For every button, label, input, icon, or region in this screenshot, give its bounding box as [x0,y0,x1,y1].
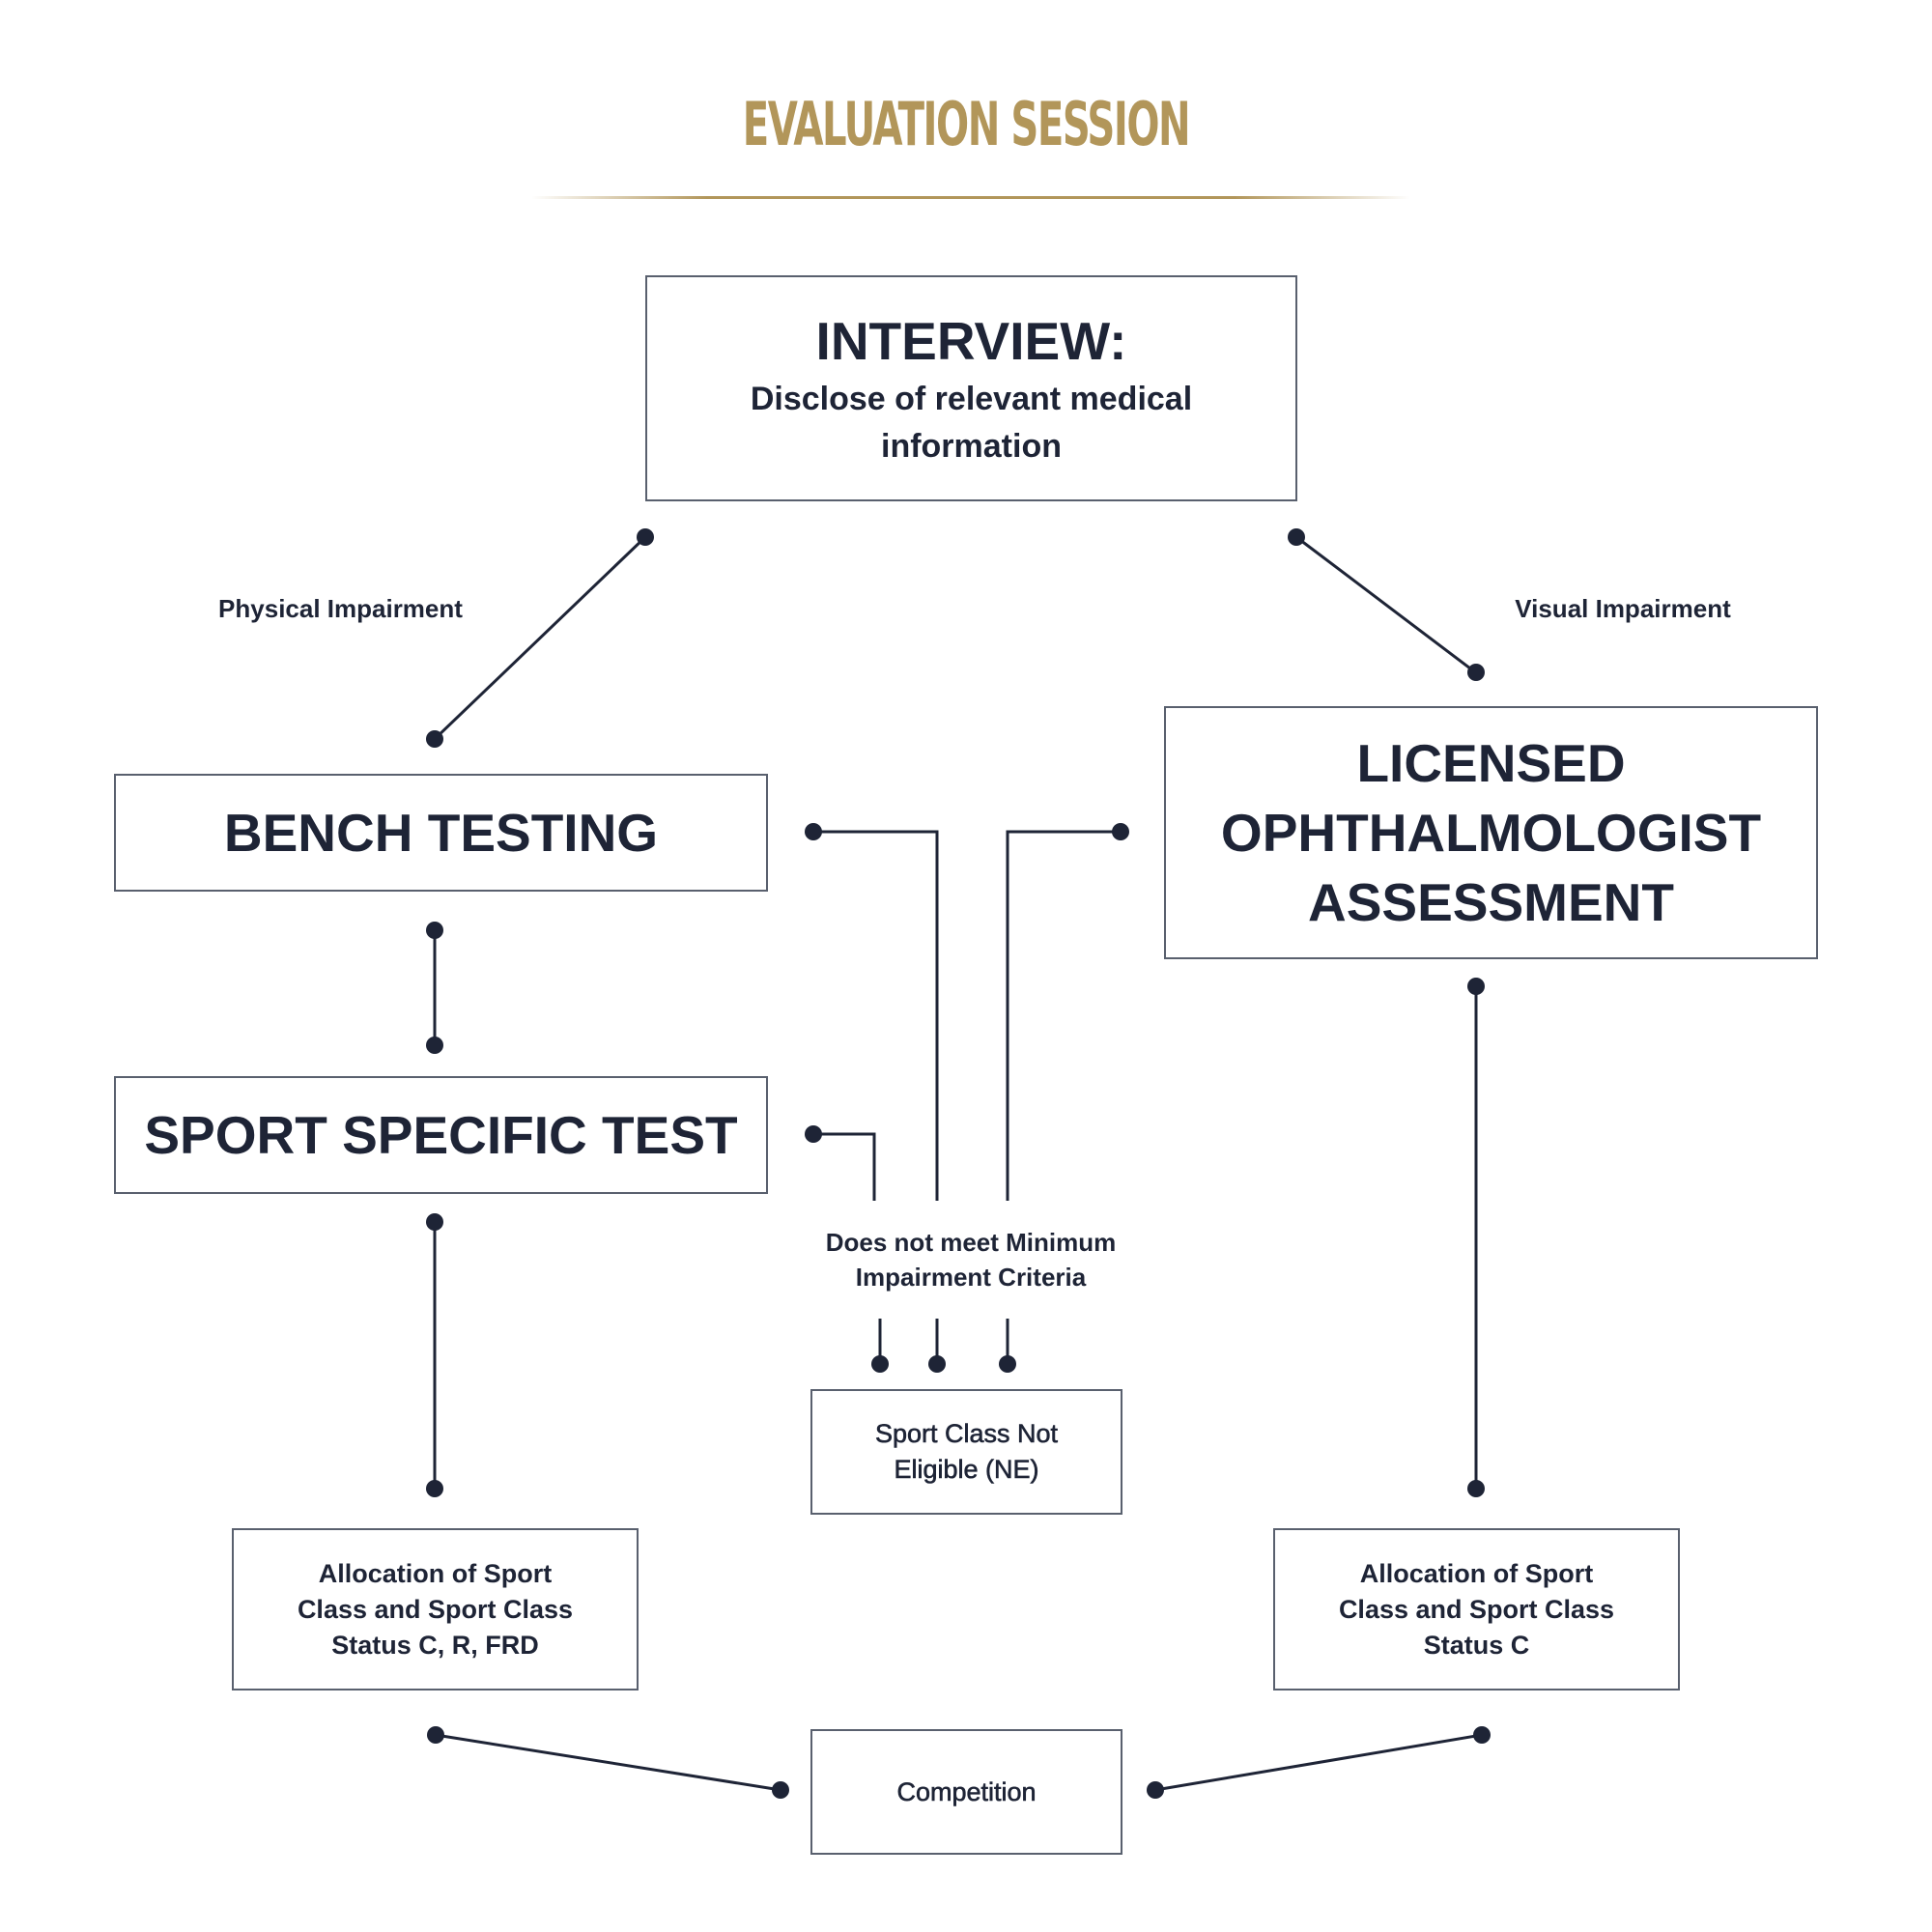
connector-dot [928,1355,946,1373]
connector-dot [1467,978,1485,995]
edge-allocleft-competition [435,1733,781,1792]
allocation-right-box: Allocation of Sport Class and Sport Clas… [1273,1528,1680,1690]
sport-specific-test-label: SPORT SPECIFIC TEST [144,1105,738,1165]
connector-dot [999,1355,1016,1373]
visual-impairment-label: Visual Impairment [1515,594,1731,623]
allocation-right-label: Allocation of Sport Class and Sport Clas… [1338,1558,1615,1660]
connector-dot [426,1213,443,1231]
connector-dot [1288,528,1305,546]
ophthalmologist-box: LICENSED OPHTHALMOLOGIST ASSESSMENT [1164,706,1818,959]
criteria-label: Does not meet Minimum Impairment Criteri… [825,1228,1117,1292]
not-eligible-box: Sport Class Not Eligible (NE) [810,1389,1122,1515]
connector-dot [1147,1781,1164,1799]
connector-dot [426,922,443,939]
connector-dot [1467,664,1485,681]
connector-dot [426,1037,443,1054]
interview-subtitle: Disclose of relevant medical information [750,381,1193,465]
connector-dot [772,1781,789,1799]
page-title: EVALUATION SESSION [742,89,1191,159]
connector-dot [805,1125,822,1143]
connector-dot [1467,1480,1485,1497]
ophthalmologist-line1: LICENSED [1356,733,1626,793]
interview-box: INTERVIEW: Disclose of relevant medical … [645,275,1297,501]
connector-dot [805,823,822,840]
physical-impairment-label: Physical Impairment [218,594,463,623]
ophthalmologist-line3: ASSESSMENT [1308,872,1674,932]
edge-ophth-criteria [1006,830,1121,1201]
connector-dot [1473,1726,1491,1744]
edge-sporttest-criteria [813,1132,876,1201]
edge-allocright-competition [1154,1733,1483,1792]
competition-label: Competition [896,1776,1037,1806]
connector-dot [871,1355,889,1373]
bench-testing-box: BENCH TESTING [114,774,768,892]
edge-interview-bench [433,535,647,741]
connector-dot [1112,823,1129,840]
connector-dot [426,1480,443,1497]
interview-title: INTERVIEW: [815,311,1127,371]
title-divider [531,196,1410,199]
edge-interview-ophthalmologist [1295,535,1475,673]
edge-bench-criteria [813,830,939,1201]
connector-dot [637,528,654,546]
sport-specific-test-box: SPORT SPECIFIC TEST [114,1076,768,1194]
connector-dot [427,1726,444,1744]
connector-dot [426,730,443,748]
bench-testing-label: BENCH TESTING [223,803,659,863]
ophthalmologist-line2: OPHTHALMOLOGIST [1220,803,1762,863]
allocation-left-box: Allocation of Sport Class and Sport Clas… [232,1528,639,1690]
allocation-left-label: Allocation of Sport Class and Sport Clas… [297,1558,574,1660]
not-eligible-label: Sport Class Not Eligible (NE) [874,1419,1059,1485]
competition-box: Competition [810,1729,1122,1855]
